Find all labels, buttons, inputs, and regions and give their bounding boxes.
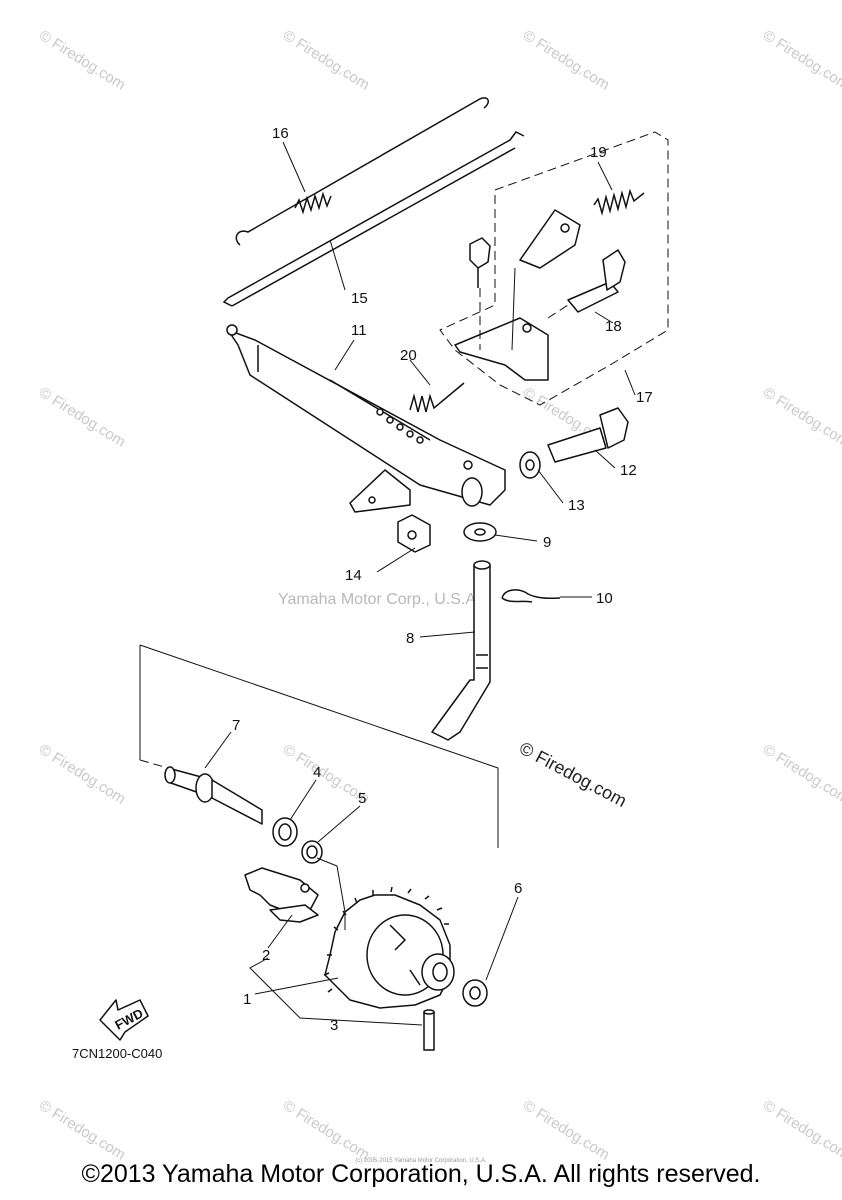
watermark-tile: © Firedog.com xyxy=(760,27,842,94)
watermark-tile: © Firedog.com xyxy=(36,384,129,451)
callout-14: 14 xyxy=(345,567,362,584)
fine-print-copyright: (c) 2005-2015 Yamaha Motor Corporation, … xyxy=(355,1158,487,1164)
washer-13 xyxy=(519,451,541,479)
callouts: 16 15 11 19 18 17 20 12 13 9 14 10 8 7 4… xyxy=(232,125,653,1034)
fwd-arrow-icon: FWD xyxy=(99,999,149,1041)
shaft-7 xyxy=(164,766,263,825)
callout-18: 18 xyxy=(605,318,622,335)
callout-12: 12 xyxy=(620,462,637,479)
washer-6 xyxy=(462,979,488,1007)
copyright-footer: ©2013 Yamaha Motor Corporation, U.S.A. A… xyxy=(81,1160,761,1188)
watermark-tile: © Firedog.com xyxy=(760,741,842,808)
watermark-tile: © Firedog.com xyxy=(520,1097,613,1160)
cam-plate-2 xyxy=(244,867,319,923)
yamaha-watermark: Yamaha Motor Corp., U.S.A. xyxy=(278,591,480,608)
exploded-parts-diagram: © Firedog.com © Firedog.com © Firedog.co… xyxy=(36,27,842,1160)
callout-13: 13 xyxy=(568,497,585,514)
washer-9 xyxy=(463,522,497,542)
pin-3 xyxy=(423,1009,435,1051)
callout-11: 11 xyxy=(351,322,367,339)
assembly-17-outline xyxy=(439,131,669,406)
callout-4: 4 xyxy=(313,764,321,781)
callout-20: 20 xyxy=(400,347,417,364)
callout-2: 2 xyxy=(262,947,270,964)
spring-20 xyxy=(409,382,465,413)
bracket-17 xyxy=(454,209,581,381)
watermark-tile: © Firedog.com xyxy=(280,1097,373,1160)
shaft-7-outline xyxy=(139,644,499,848)
washer-4 xyxy=(272,817,298,847)
rod-15 xyxy=(222,131,525,307)
bolt-12 xyxy=(547,407,629,463)
callout-7: 7 xyxy=(232,717,240,734)
callout-1: 1 xyxy=(243,991,251,1008)
clip-10 xyxy=(501,589,561,603)
leader-lines xyxy=(204,141,636,1026)
callout-6: 6 xyxy=(514,880,522,897)
spring-19 xyxy=(593,188,645,216)
firedog-brand-mark: © Firedog.com xyxy=(516,738,630,811)
watermark-tile: © Firedog.com xyxy=(36,27,129,94)
callout-9: 9 xyxy=(543,534,551,551)
bushing-5 xyxy=(301,840,323,864)
watermark-tile: © Firedog.com xyxy=(280,27,373,94)
bolt-small xyxy=(469,237,491,350)
watermark-tile: © Firedog.com xyxy=(760,384,842,451)
diagram-code: 7CN1200-C040 xyxy=(72,1046,162,1061)
watermark-tile: © Firedog.com xyxy=(520,27,613,94)
lever-11 xyxy=(226,324,506,513)
watermark-tile: © Firedog.com xyxy=(36,1097,129,1160)
callout-19: 19 xyxy=(590,144,607,161)
callout-15: 15 xyxy=(351,290,368,307)
block-14 xyxy=(397,514,431,553)
gear-1 xyxy=(323,886,455,1009)
callout-5: 5 xyxy=(358,790,366,807)
bolt-18 xyxy=(547,249,626,319)
shift-rod-8 xyxy=(431,560,491,741)
watermark-tile: © Firedog.com xyxy=(760,1097,842,1160)
spring-16 xyxy=(235,97,489,246)
callout-17: 17 xyxy=(636,389,653,406)
callout-8: 8 xyxy=(406,630,414,647)
callout-16: 16 xyxy=(272,125,289,142)
callout-3: 3 xyxy=(330,1017,338,1034)
callout-10: 10 xyxy=(596,590,613,607)
watermark-tile: © Firedog.com xyxy=(36,741,129,808)
